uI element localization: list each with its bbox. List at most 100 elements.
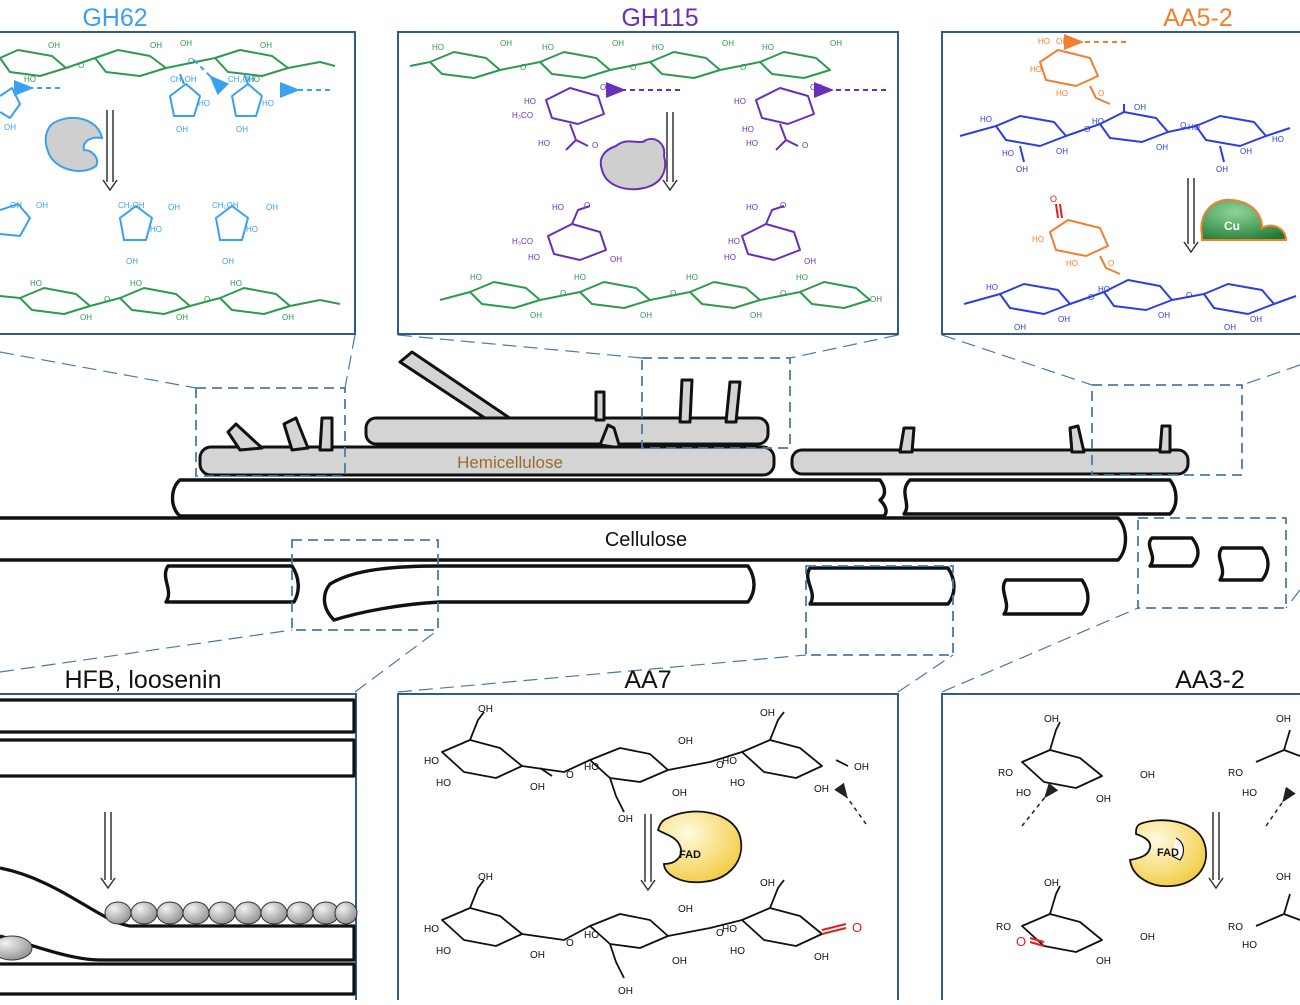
panel-frame — [397, 31, 899, 335]
svg-text:CH₂OH: CH₂OH — [170, 75, 197, 84]
svg-text:O: O — [1098, 89, 1104, 98]
svg-text:O: O — [1180, 121, 1186, 130]
svg-text:O: O — [670, 289, 676, 298]
svg-text:HO: HO — [262, 99, 274, 108]
svg-text:O: O — [592, 141, 598, 150]
svg-text:OH: OH — [1014, 323, 1026, 332]
zoom-region-gh115 — [641, 357, 791, 449]
panel-frame — [0, 31, 356, 335]
svg-text:OH: OH — [1044, 714, 1059, 725]
svg-text:O: O — [78, 61, 84, 70]
svg-text:OH: OH — [618, 814, 633, 825]
panel-title: AA5-2 — [1163, 4, 1232, 32]
zoom-region-aa5-2 — [1091, 384, 1243, 476]
panel-hfb: HFB, loosenin — [0, 666, 358, 1005]
svg-text:OH: OH — [640, 311, 652, 320]
svg-text:OH: OH — [36, 201, 48, 210]
svg-text:HO: HO — [30, 279, 42, 288]
svg-text:O: O — [1084, 125, 1090, 134]
svg-text:HO: HO — [538, 139, 550, 148]
panel-title: GH62 — [82, 4, 147, 32]
svg-text:O: O — [560, 289, 566, 298]
svg-text:HO: HO — [1188, 123, 1200, 132]
svg-text:HO: HO — [722, 756, 737, 767]
svg-text:O: O — [780, 201, 786, 210]
svg-text:CH₂OH: CH₂OH — [212, 201, 239, 210]
svg-text:OH: OH — [236, 125, 248, 134]
svg-text:HO: HO — [1242, 940, 1257, 951]
svg-text:HO: HO — [248, 75, 260, 84]
svg-text:O: O — [1050, 194, 1057, 204]
svg-text:RO: RO — [996, 922, 1011, 933]
hydrophobin-beads — [0, 901, 358, 961]
svg-text:OH: OH — [610, 255, 622, 264]
svg-text:OH: OH — [222, 257, 234, 266]
cellulose-fibers — [0, 478, 1270, 622]
svg-text:OH: OH — [1140, 932, 1155, 943]
svg-text:OH: OH — [810, 83, 822, 92]
svg-text:OH: OH — [478, 872, 493, 883]
svg-text:HO: HO — [542, 43, 554, 52]
panel-title: AA7 — [624, 666, 671, 694]
svg-text:OH: OH — [4, 123, 16, 132]
xylan-chain-top — [0, 49, 336, 77]
zoom-regions — [195, 357, 1287, 656]
hemicellulose-chains — [198, 350, 1190, 477]
svg-text:HO: HO — [652, 43, 664, 52]
svg-text:OH: OH — [530, 782, 545, 793]
svg-text:OH: OH — [1058, 315, 1070, 324]
svg-text:OH: OH — [150, 41, 162, 50]
fad-enzyme-shape — [656, 810, 743, 884]
svg-text:RO: RO — [998, 768, 1013, 779]
svg-text:OH: OH — [1158, 311, 1170, 320]
svg-text:O: O — [1088, 293, 1094, 302]
svg-text:O: O — [104, 295, 110, 304]
svg-text:O: O — [740, 63, 746, 72]
panel-title: AA3-2 — [1175, 666, 1244, 694]
svg-text:HO: HO — [728, 237, 740, 246]
svg-text:HO: HO — [470, 273, 482, 282]
svg-text:HO: HO — [1002, 149, 1014, 158]
svg-text:CH₂OH: CH₂OH — [118, 201, 145, 210]
svg-text:OH: OH — [814, 952, 829, 963]
svg-text:OH: OH — [1140, 770, 1155, 781]
svg-text:HO: HO — [1032, 235, 1044, 244]
svg-text:HO: HO — [574, 273, 586, 282]
svg-text:OH: OH — [478, 704, 493, 715]
svg-text:HO: HO — [246, 225, 258, 234]
svg-text:HO: HO — [730, 946, 745, 957]
fad-label: FAD — [1157, 847, 1179, 859]
zoom-region-aa3-2 — [1137, 517, 1287, 609]
svg-text:HO: HO — [552, 203, 564, 212]
svg-text:HO: HO — [980, 115, 992, 124]
svg-text:OH: OH — [750, 311, 762, 320]
svg-text:HO: HO — [524, 97, 536, 106]
svg-text:O: O — [630, 63, 636, 72]
svg-text:OH: OH — [722, 39, 734, 48]
svg-text:OH: OH — [678, 736, 693, 747]
svg-text:O: O — [204, 295, 210, 304]
svg-text:OH: OH — [1056, 147, 1068, 156]
svg-text:HO: HO — [986, 283, 998, 292]
enzyme-shape — [599, 138, 667, 191]
svg-text:HO: HO — [762, 43, 774, 52]
svg-text:OH: OH — [1224, 323, 1236, 332]
svg-text:HO: HO — [436, 778, 451, 789]
cellulose-label: Cellulose — [605, 529, 687, 551]
svg-text:OH: OH — [672, 956, 687, 967]
svg-text:OH: OH — [176, 313, 188, 322]
svg-text:HO: HO — [198, 99, 210, 108]
panel-title: HFB, loosenin — [64, 666, 221, 694]
cu-enzyme-shape — [1200, 198, 1288, 241]
svg-text:HO: HO — [746, 203, 758, 212]
svg-text:HO: HO — [1066, 259, 1078, 268]
svg-text:OH: OH — [678, 904, 693, 915]
svg-text:OH: OH — [870, 295, 882, 304]
svg-text:HO: HO — [686, 273, 698, 282]
svg-text:OH: OH — [1044, 878, 1059, 889]
svg-text:H₃CO: H₃CO — [512, 237, 533, 246]
svg-text:HO: HO — [436, 946, 451, 957]
svg-text:OH: OH — [168, 203, 180, 212]
